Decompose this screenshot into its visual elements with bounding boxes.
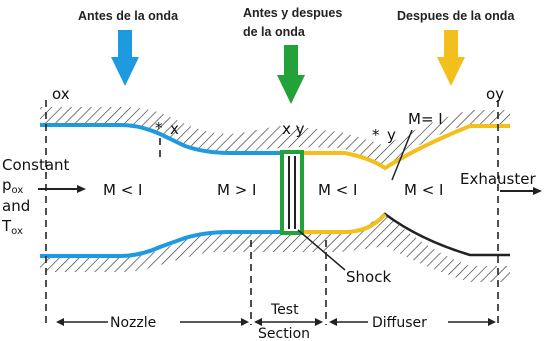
label-t-ox: Tox (1, 217, 23, 237)
label-test: Test (270, 302, 299, 318)
label-exhauster: Exhauster (460, 170, 536, 188)
lower-wall-after-wave (302, 212, 387, 234)
lower-wall-hatching (40, 214, 510, 282)
header-before-after-line1: Antes y despues (243, 6, 342, 20)
arrow-across-wave-icon (277, 45, 305, 104)
mach-label-diffuser: M < I (318, 181, 357, 199)
label-nozzle: Nozzle (110, 315, 156, 331)
label-p-ox: pox (2, 176, 23, 196)
diffuser-dim-arrow-right-icon (488, 318, 496, 326)
upper-wall-before-wave (40, 123, 282, 155)
label-section: Section (258, 326, 310, 341)
label-mach-one: M= I (408, 110, 443, 128)
label-ox: ox (52, 85, 70, 103)
nozzle-dim-arrow-right-icon (241, 318, 249, 326)
shock-pointer (297, 229, 346, 271)
header-after-wave: Despues de la onda (397, 9, 515, 23)
mach-one-pointer (391, 129, 413, 181)
label-diffuser: Diffuser (372, 315, 427, 331)
label-and: and (2, 197, 30, 215)
label-shock: Shock (346, 268, 391, 286)
header-before-after-line2: de la onda (243, 25, 306, 39)
test-dim-arrow-left-icon (254, 318, 262, 326)
upper-wall-hatching (40, 107, 510, 168)
arrow-after-wave-icon (437, 30, 465, 86)
mach-label-exit: M < I (404, 181, 443, 199)
shock-region-box (280, 150, 304, 235)
nozzle-dim-arrow-left-icon (56, 318, 64, 326)
label-oy: oy (486, 85, 504, 103)
inlet-arrow-head-icon (77, 185, 86, 193)
mach-label-test-section: M > I (217, 181, 256, 199)
lower-wall-before-wave (40, 230, 282, 258)
header-before-wave: Antes de la onda (78, 9, 179, 23)
arrow-before-wave-icon (111, 30, 139, 86)
label-constant: Constant (2, 156, 70, 174)
upper-wall-after-wave (302, 124, 510, 171)
label-x-star: x (170, 120, 179, 138)
label-star-x-marker: * (155, 119, 163, 137)
label-xy: x y (282, 120, 305, 138)
label-star-y-marker: * (372, 126, 380, 144)
exhaust-arrow-head-icon (533, 187, 542, 195)
label-y-star: y (387, 126, 396, 144)
test-dim-arrow-right-icon (315, 318, 323, 326)
mach-label-nozzle: M < I (103, 181, 142, 199)
diffuser-dim-arrow-left-icon (329, 318, 337, 326)
